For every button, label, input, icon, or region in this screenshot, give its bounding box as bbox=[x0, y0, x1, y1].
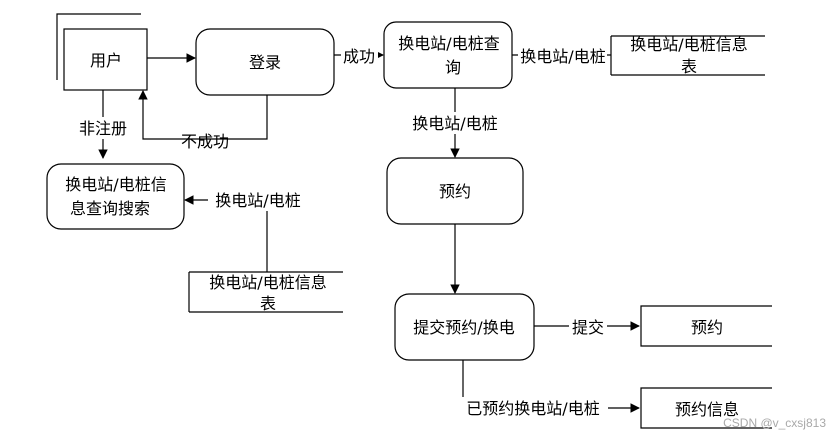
station-table-right-line-2: 表 bbox=[681, 57, 697, 76]
process-submit: 提交预约/换电 bbox=[394, 293, 535, 361]
data-store-station-table-right: 换电站/电桩信息 表 bbox=[610, 35, 765, 76]
flow-submit: 提交 bbox=[534, 315, 640, 337]
process-info-search: 换电站/电桩信 息查询搜索 bbox=[46, 163, 185, 230]
submit-label: 提交预约/换电 bbox=[413, 318, 514, 337]
info-search-line-2: 息查询搜索 bbox=[70, 199, 150, 218]
submit-flow-label: 提交 bbox=[572, 318, 604, 337]
reservation-info-label: 预约信息 bbox=[675, 400, 739, 419]
station-table-left-line-1: 换电站/电桩信息 bbox=[209, 273, 326, 292]
success-label: 成功 bbox=[343, 47, 375, 66]
station-left-label: 换电站/电桩 bbox=[215, 191, 300, 210]
external-entity-user: 用户 bbox=[56, 13, 148, 91]
unregistered-label: 非注册 bbox=[79, 119, 127, 138]
data-store-reservation: 预约 bbox=[640, 305, 772, 347]
data-store-reservation-info: 预约信息 bbox=[640, 387, 772, 429]
watermark: CSDN @v_cxsj813 bbox=[723, 416, 826, 430]
process-login: 登录 bbox=[195, 28, 335, 96]
process-reserve: 预约 bbox=[386, 157, 524, 225]
reserved-label: 已预约换电站/电桩 bbox=[466, 399, 599, 418]
fail-label: 不成功 bbox=[181, 132, 229, 151]
reservation-label: 预约 bbox=[691, 318, 723, 337]
login-label: 登录 bbox=[249, 53, 281, 72]
user-label: 用户 bbox=[90, 51, 122, 70]
station-table-right-line-1: 换电站/电桩信息 bbox=[630, 35, 747, 54]
flow-login-success: 成功 bbox=[334, 44, 384, 66]
station-down-label: 换电站/电桩 bbox=[412, 114, 497, 133]
station-table-left-line-2: 表 bbox=[260, 294, 276, 313]
flow-station-to-table: 换电站/电桩 bbox=[512, 44, 611, 66]
flow-reserved: 已预约换电站/电桩 bbox=[458, 360, 640, 419]
station-query-line-1: 换电站/电桩查 bbox=[398, 34, 499, 53]
station-query-line-2: 询 bbox=[445, 58, 461, 77]
flow-table-to-search: 换电站/电桩 bbox=[184, 189, 308, 272]
flow-unregistered: 非注册 bbox=[78, 90, 130, 159]
flow-login-fail: 不成功 bbox=[138, 90, 268, 151]
station-right-label: 换电站/电桩 bbox=[520, 47, 605, 66]
reserve-label: 预约 bbox=[439, 182, 471, 201]
process-station-query: 换电站/电桩查 询 bbox=[383, 21, 513, 89]
flow-query-to-reserve: 换电站/电桩 bbox=[405, 88, 505, 158]
data-store-station-table-left: 换电站/电桩信息 表 bbox=[188, 271, 343, 313]
info-search-line-1: 换电站/电桩信 bbox=[65, 175, 166, 194]
